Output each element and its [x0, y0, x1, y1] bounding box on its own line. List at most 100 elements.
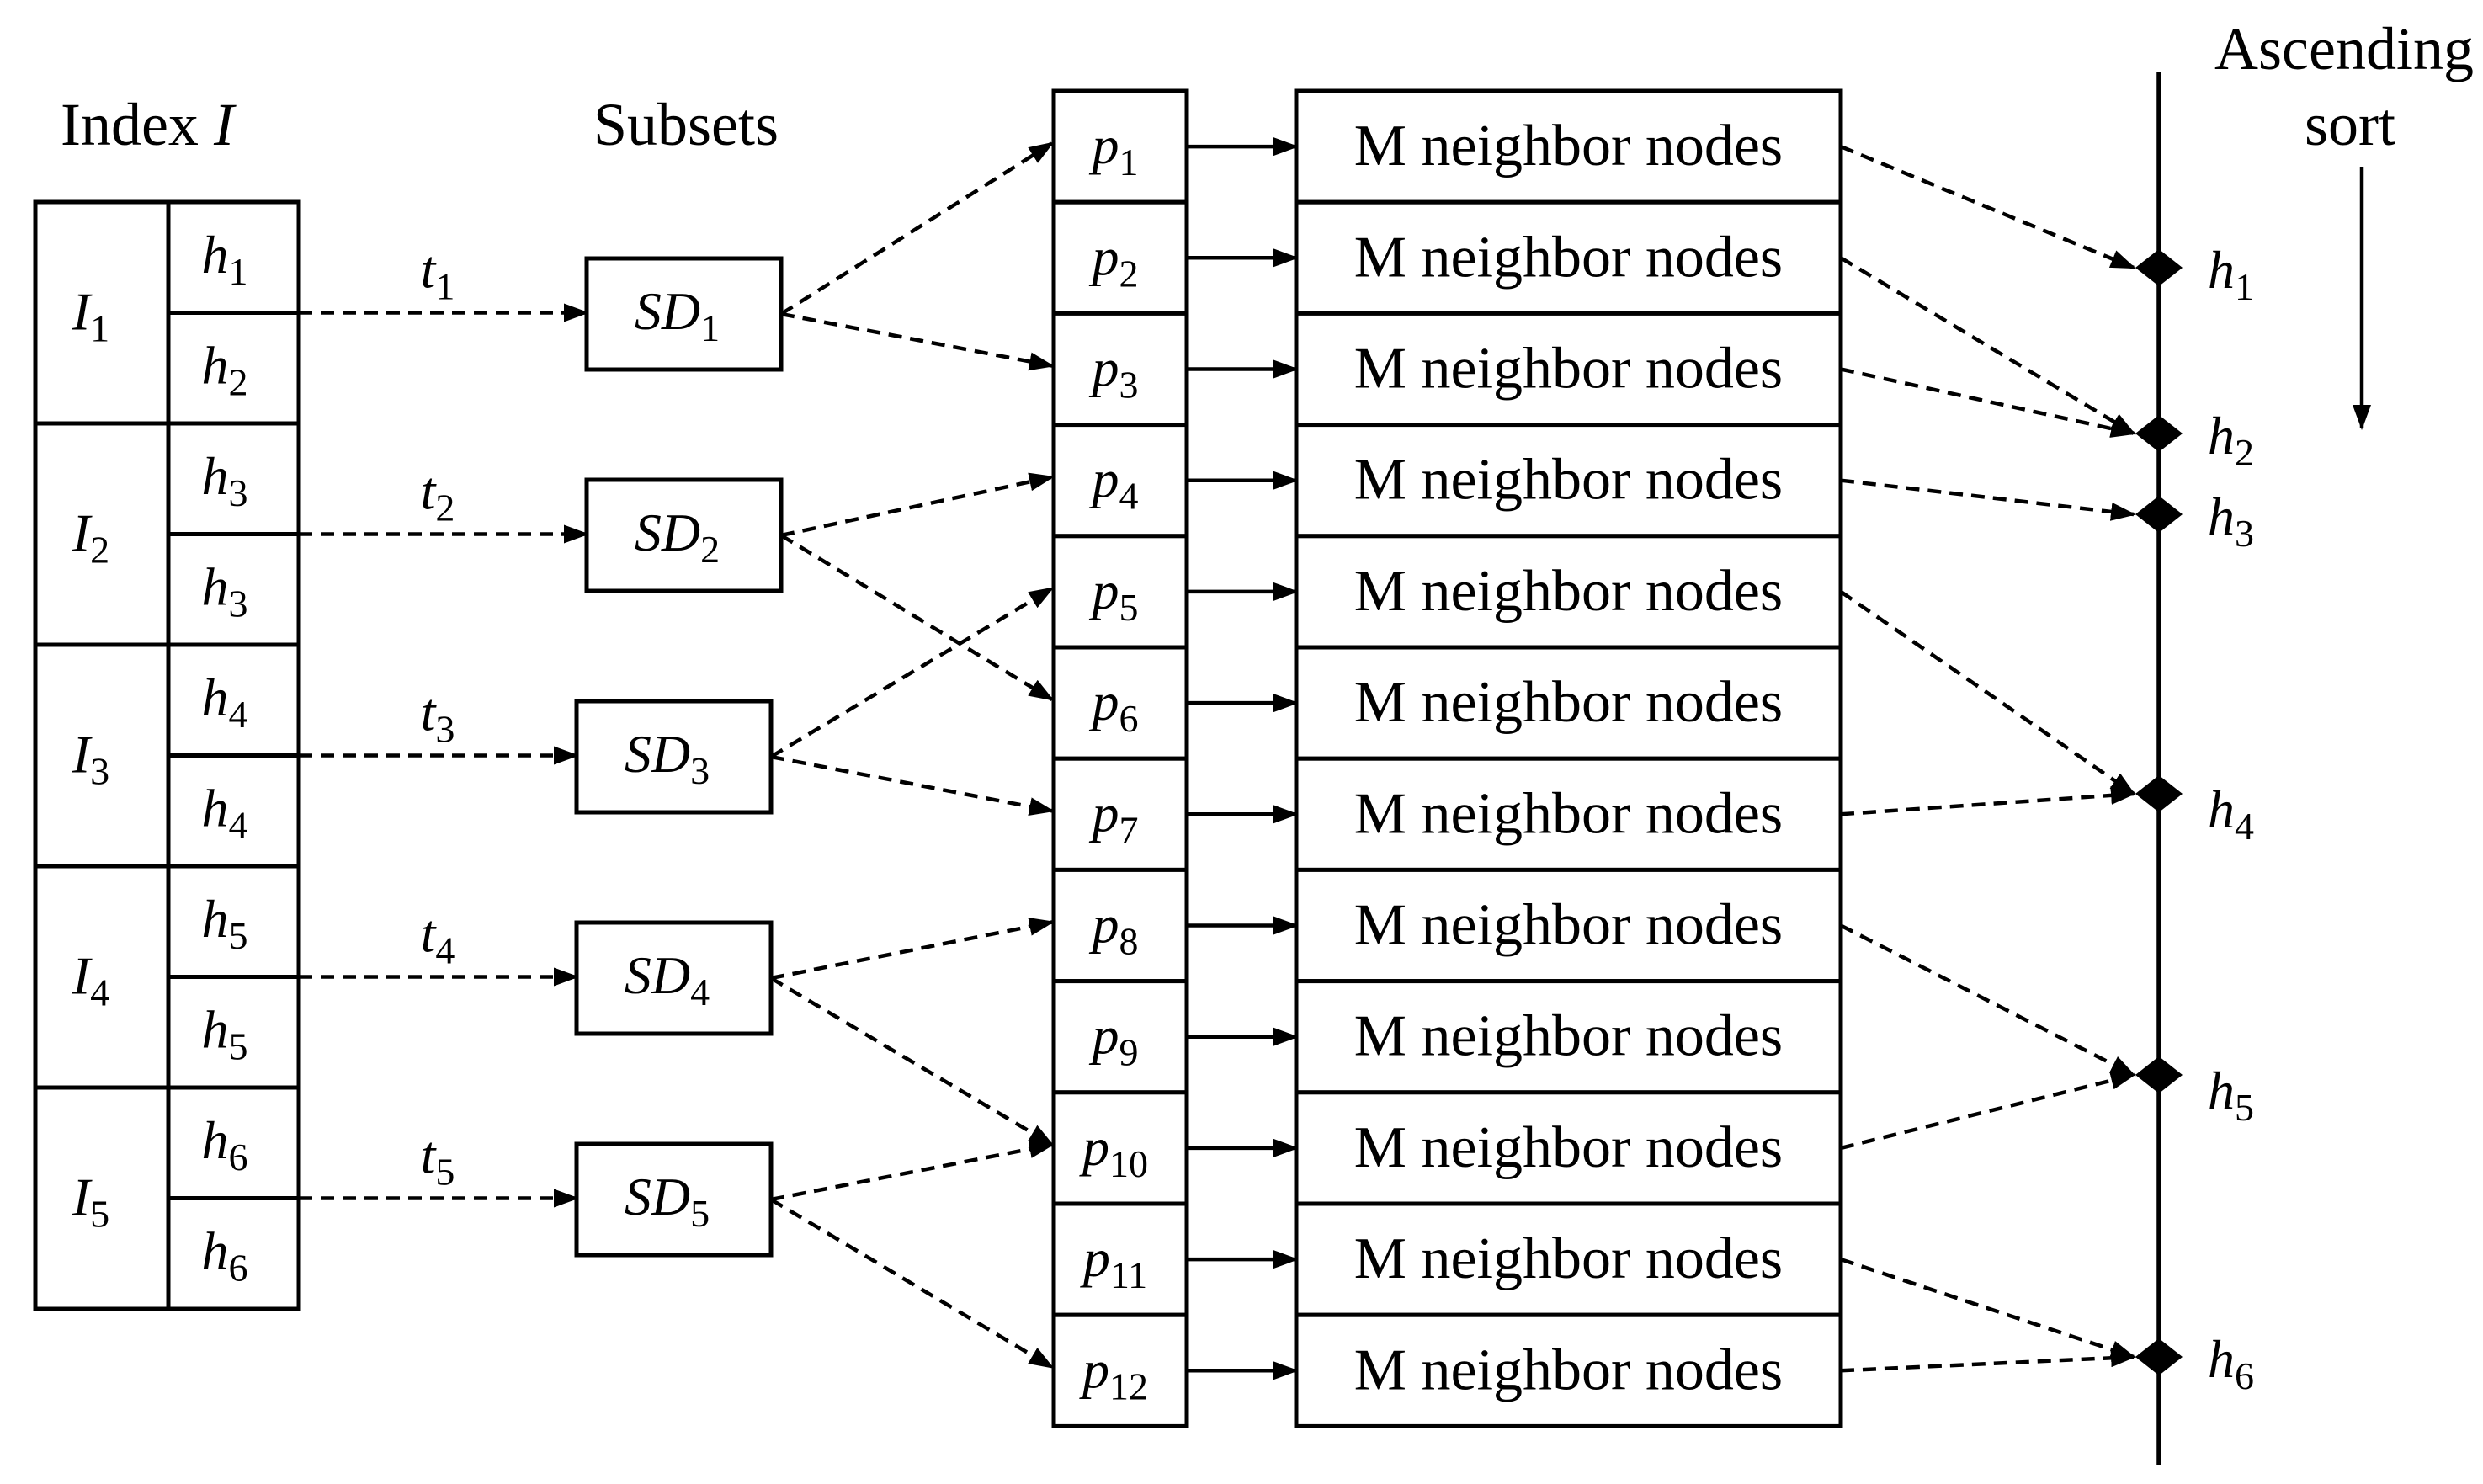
subset-box [574, 1141, 774, 1258]
index-row-label: h2 [202, 335, 248, 403]
point-label: p10 [1079, 1117, 1148, 1185]
subset-to-point-link [779, 534, 1055, 702]
index-group-label: I5 [72, 1168, 109, 1236]
index-group-label: I2 [72, 503, 109, 572]
neighbor-to-mark-link [1839, 590, 2136, 795]
neighbor-label: M neighbor nodes [1354, 1115, 1783, 1180]
index-row-cell [166, 532, 301, 647]
transition-label: t1 [421, 240, 455, 308]
sort-mark-diamond [2135, 775, 2183, 812]
neighbor-to-mark-link [1839, 923, 2136, 1077]
subset-to-point-link [780, 472, 1055, 538]
index-row-cell [166, 975, 301, 1090]
neighbor-label: M neighbor nodes [1354, 1004, 1783, 1069]
index-row-label: h4 [202, 668, 248, 736]
index-group-cell [33, 864, 171, 1090]
subset-label: SD1 [635, 281, 720, 349]
index-group-label: I3 [72, 725, 109, 793]
sort-mark-diamond [2135, 1056, 2183, 1093]
point-label: p2 [1089, 226, 1139, 295]
neighbor-to-mark-link [1840, 367, 2136, 438]
subsets-header: Subsets [593, 91, 779, 158]
sort-mark-label: h3 [2208, 487, 2254, 555]
neighbor-to-mark-link [1840, 1257, 2136, 1359]
neighbor-label: M neighbor nodes [1354, 893, 1783, 958]
transition-label: t3 [421, 683, 455, 751]
neighbor-box [1294, 1090, 1843, 1206]
index-group-label: I1 [72, 282, 109, 350]
subset-label: SD5 [625, 1167, 710, 1235]
sort-mark-diamond [2135, 1338, 2183, 1375]
transition-label: t5 [421, 1125, 455, 1194]
dashed-links [769, 141, 2136, 1373]
point-cell [1051, 1312, 1189, 1428]
index-row-cell [166, 642, 301, 758]
point-label: p12 [1079, 1339, 1148, 1407]
index-row-label: h6 [202, 1110, 248, 1178]
subset-to-point-link [770, 917, 1055, 981]
subset-to-point-link [769, 586, 1055, 758]
neighbor-box [1294, 88, 1843, 205]
sort-mark-diamond [2135, 415, 2183, 452]
sort-mark-label: h1 [2208, 240, 2254, 308]
neighbor-column: M neighbor nodes M neighbor nodes M neighb… [1187, 88, 1843, 1428]
point-label: p11 [1080, 1228, 1147, 1296]
neighbor-to-mark-link [1840, 785, 2136, 816]
point-cell [1051, 645, 1189, 761]
subset-label: SD2 [635, 503, 720, 571]
point-label: p3 [1089, 338, 1139, 407]
subset-box [584, 477, 784, 593]
subset-to-point-link [780, 311, 1055, 371]
point-label: p4 [1089, 449, 1139, 518]
neighbor-label: M neighbor nodes [1354, 114, 1783, 178]
transition-label: t2 [421, 461, 455, 529]
subset-to-point-link [769, 1198, 1055, 1370]
sort-mark-label: h4 [2208, 779, 2254, 848]
point-label: p9 [1089, 1006, 1139, 1074]
subset-to-point-link [779, 141, 1055, 316]
subset-label: SD4 [625, 945, 710, 1013]
point-label: p8 [1089, 895, 1139, 963]
point-cell [1051, 867, 1189, 984]
subset-to-point-link [770, 1140, 1055, 1202]
neighbor-to-mark-link [1840, 1071, 2136, 1151]
point-label: p1 [1089, 115, 1139, 184]
neighbor-to-mark-link [1840, 1348, 2136, 1373]
neighbor-label: M neighbor nodes [1354, 1226, 1783, 1291]
index-row-label: h5 [202, 999, 248, 1067]
neighbor-to-mark-link [1840, 478, 2136, 521]
neighbor-label: M neighbor nodes [1354, 1338, 1783, 1402]
neighbor-to-mark-link [1840, 145, 2136, 270]
subset-box [584, 256, 784, 372]
neighbor-label: M neighbor nodes [1354, 781, 1783, 846]
ascending-sort-label-line1: Ascending [2214, 15, 2474, 82]
neighbor-label: M neighbor nodes [1354, 559, 1783, 624]
point-label: p6 [1089, 672, 1139, 740]
subset-label: SD3 [625, 724, 710, 792]
subset-box [574, 920, 774, 1036]
sort-mark-label: h2 [2208, 406, 2254, 474]
subset-box [574, 699, 774, 815]
neighbor-box [1294, 534, 1843, 650]
index-row-cell [166, 1196, 301, 1311]
index-row-label: h5 [202, 889, 248, 957]
sort-mark-diamond [2135, 496, 2183, 533]
index-row-label: h3 [202, 446, 248, 514]
index-group-label: I4 [72, 946, 109, 1014]
index-row-label: h6 [202, 1221, 248, 1289]
ascending-sort-label-line2: sort [2305, 91, 2395, 158]
neighbor-box [1294, 979, 1843, 1095]
neighbor-box [1294, 1312, 1843, 1428]
transition-label: t4 [421, 904, 455, 972]
point-cell [1051, 311, 1189, 428]
index-row-label: h3 [202, 556, 248, 625]
transition-arrows: t1 t2 t3 t4 t5 [299, 240, 589, 1208]
index-row-label: h4 [202, 778, 248, 846]
point-label: p5 [1089, 561, 1139, 629]
